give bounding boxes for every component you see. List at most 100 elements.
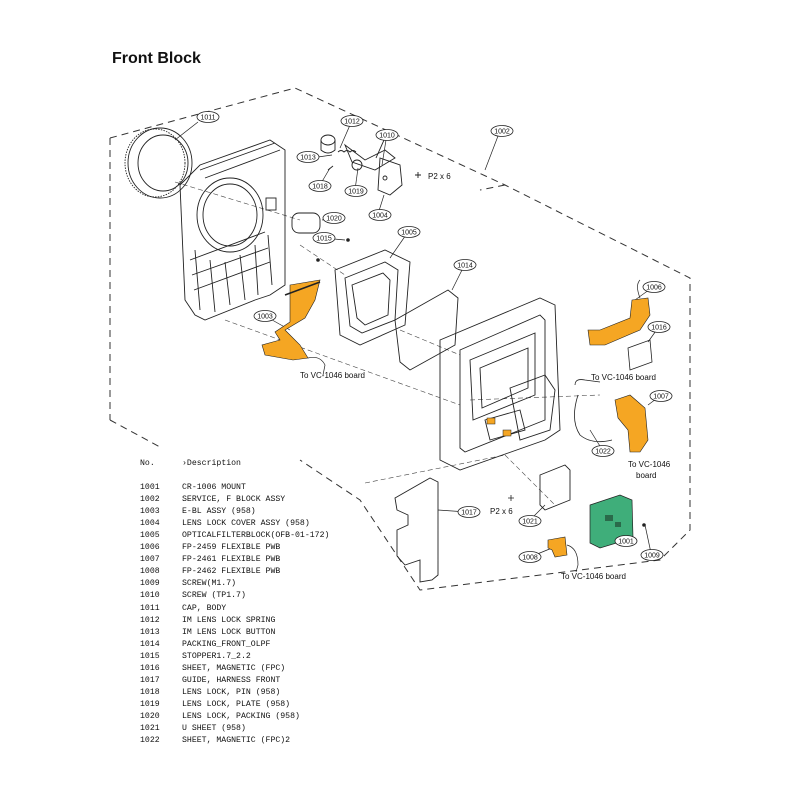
part-number: 1008 <box>140 567 160 577</box>
part-number: 1011 <box>140 603 160 613</box>
page-title: Front Block <box>112 50 201 67</box>
note-to-vc-right: To VC-1046 board <box>591 373 656 382</box>
callout-1014: 1014 <box>453 259 477 271</box>
part-description: CAP, BODY <box>182 603 227 613</box>
svg-text:1017: 1017 <box>461 510 477 517</box>
assembly-lines <box>174 181 601 506</box>
note-p2x6-top: P2 x 6 <box>428 172 451 181</box>
svg-text:1010: 1010 <box>379 133 395 140</box>
part-description: FP-2461 FLEXIBLE PWB <box>182 555 281 565</box>
stopper-screws-1015 <box>316 238 350 262</box>
callout-1006: 1006 <box>642 281 666 293</box>
part-number: 1017 <box>140 675 160 685</box>
part-number: 1019 <box>140 699 160 709</box>
note-to-vc-bottom: To VC-1046 board <box>561 572 626 581</box>
sheet-magnetic-1016 <box>627 339 653 371</box>
parts-list-row: 1006 FP-2459 FLEXIBLE PWB <box>140 542 329 554</box>
callout-1022: 1022 <box>591 445 615 457</box>
part-description: U SHEET (958) <box>182 723 246 733</box>
part-description: CR-1006 MOUNT <box>182 483 246 493</box>
part-number: 1007 <box>140 555 160 565</box>
part-number: 1006 <box>140 543 160 553</box>
parts-list-header: No. ›Description <box>140 458 329 470</box>
sheet-magnetic-1022 <box>574 379 613 443</box>
part-description: LENS LOCK, PLATE (958) <box>182 699 291 709</box>
callout-1019: 1019 <box>344 185 368 197</box>
svg-text:1005: 1005 <box>401 230 417 237</box>
svg-text:1014: 1014 <box>457 263 473 270</box>
main-body-block <box>439 297 561 471</box>
part-description: SHEET, MAGNETIC (FPC) <box>182 663 286 673</box>
flex-cable-1007 <box>614 394 649 453</box>
part-number: 1014 <box>140 639 160 649</box>
part-number: 1018 <box>140 687 160 697</box>
part-description: SHEET, MAGNETIC (FPC)2 <box>182 736 291 746</box>
svg-text:1006: 1006 <box>646 285 662 292</box>
svg-text:1011: 1011 <box>200 115 215 122</box>
part-description: E-BL ASSY (958) <box>182 507 256 517</box>
parts-list-row: 1008 FP-2462 FLEXIBLE PWB <box>140 566 329 578</box>
front-frame <box>179 139 286 321</box>
note-to-vc-1007-a: To VC-1046 <box>628 460 671 469</box>
part-number: 1012 <box>140 615 160 625</box>
svg-text:1021: 1021 <box>522 519 538 526</box>
callout-1015: 1015 <box>312 232 336 244</box>
svg-text:1015: 1015 <box>316 236 332 243</box>
part-description: SCREW (TP1.7) <box>182 591 246 601</box>
callout-1008: 1008 <box>518 551 542 563</box>
callout-1003: 1003 <box>253 310 277 322</box>
part-description: FP-2462 FLEXIBLE PWB <box>182 567 281 577</box>
callout-1018: 1018 <box>308 180 332 192</box>
part-number: 1020 <box>140 711 160 721</box>
screw-icon <box>508 495 514 501</box>
svg-text:1016: 1016 <box>651 325 667 332</box>
svg-text:1008: 1008 <box>522 555 538 562</box>
part-description: PACKING_FRONT_OLPF <box>182 639 271 649</box>
parts-list-row: 1011 CAP, BODY <box>140 603 329 615</box>
part-description: GUIDE, HARNESS FRONT <box>182 675 281 685</box>
part-number: 1022 <box>140 736 160 746</box>
part-description: LENS LOCK, PIN (958) <box>182 687 281 697</box>
callout-1021: 1021 <box>518 515 542 527</box>
svg-text:1003: 1003 <box>257 314 273 321</box>
flex-cable-1003 <box>261 279 326 376</box>
svg-text:1002: 1002 <box>494 129 510 136</box>
svg-text:1001: 1001 <box>618 539 634 546</box>
callout-1017: 1017 <box>457 506 481 518</box>
callout-labels: 1011 1012 1010 1013 1018 1019 1004 1002 … <box>196 111 673 563</box>
note-to-vc-left: To VC-1046 board <box>300 371 365 380</box>
part-description: LENS LOCK, PACKING (958) <box>182 711 300 721</box>
header-description-text: Description <box>186 459 241 468</box>
parts-list-row: 1013 IM LENS LOCK BUTTON <box>140 627 329 639</box>
part-description: IM LENS LOCK BUTTON <box>182 627 276 637</box>
callout-1007: 1007 <box>649 390 673 402</box>
callout-1013: 1013 <box>296 151 320 163</box>
callout-1020: 1020 <box>322 212 346 224</box>
packing-front-olpf-1014 <box>394 289 459 371</box>
flex-cable-1008 <box>547 536 568 558</box>
part-description: FP-2459 FLEXIBLE PWB <box>182 543 281 553</box>
note-p2x6-bottom: P2 x 6 <box>490 507 513 516</box>
parts-list-row: 1014 PACKING_FRONT_OLPF <box>140 639 329 651</box>
callout-1011: 1011 <box>196 111 220 123</box>
flex-cable-1006 <box>587 279 651 346</box>
part-number: 1013 <box>140 627 160 637</box>
svg-text:1019: 1019 <box>348 189 364 196</box>
part-number: 1009 <box>140 579 160 589</box>
guide-harness-1017 <box>394 477 439 583</box>
callout-1001: 1001 <box>614 535 638 547</box>
callout-1010: 1010 <box>375 129 399 141</box>
svg-text:1018: 1018 <box>312 184 328 191</box>
svg-text:1022: 1022 <box>595 449 611 456</box>
part-number: 1002 <box>140 495 160 505</box>
